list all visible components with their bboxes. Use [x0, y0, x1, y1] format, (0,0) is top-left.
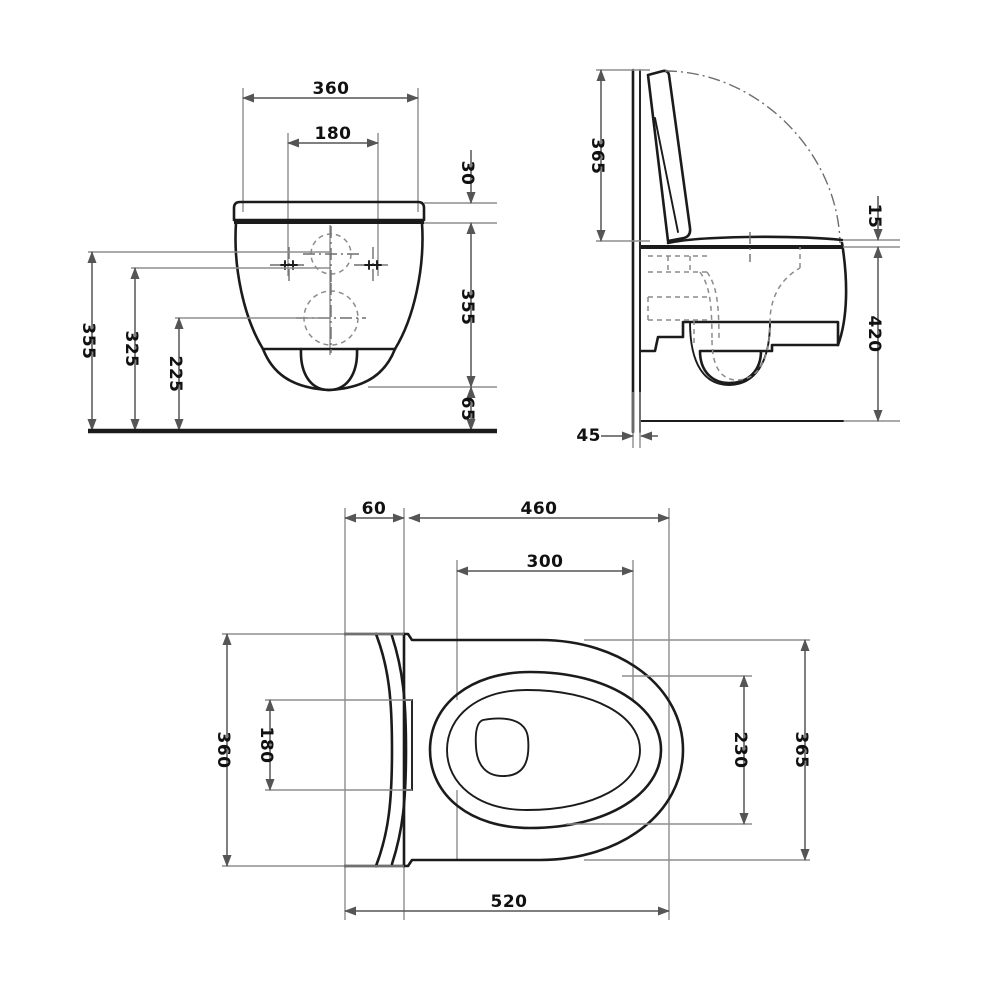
front-extension-lines: [242, 88, 419, 355]
dim-label-225: 225: [165, 356, 185, 393]
dim-front-30: 30: [457, 150, 477, 204]
dim-front-325: 325: [121, 267, 141, 431]
dim-label-230: 230: [730, 732, 750, 769]
plan-view: 60 460 300: [213, 499, 811, 920]
front-outlet-lip: [261, 347, 397, 392]
dim-label-60: 60: [362, 499, 387, 519]
dim-side-365: 365: [587, 69, 607, 242]
plan-seat-inner-ring: [428, 670, 663, 830]
dim-label-355-left: 355: [78, 323, 98, 360]
dim-plan-460: 460: [408, 499, 670, 523]
front-left-leader-lines: [88, 251, 331, 319]
side-bowl-base-curve: [689, 321, 771, 386]
dim-label-360-plan: 360: [213, 732, 233, 769]
dim-label-325: 325: [121, 331, 141, 368]
front-right-bolt-cross: [354, 247, 392, 284]
dim-label-300: 300: [527, 552, 564, 572]
side-seat-plate: [666, 235, 844, 245]
dim-plan-230: 230: [730, 675, 750, 825]
plan-leader-lines-horizontal: [222, 633, 810, 867]
dim-label-365-side: 365: [587, 138, 607, 175]
front-seat-lid: [232, 200, 426, 222]
dim-label-365-plan: 365: [791, 732, 811, 769]
dim-front-360: 360: [242, 79, 419, 103]
side-bowl-underside: [639, 320, 840, 353]
dim-label-15: 15: [864, 204, 884, 229]
side-lid-swing-arc: [664, 70, 841, 244]
dim-plan-60: 60: [344, 499, 405, 523]
dim-front-225: 225: [165, 317, 185, 431]
dim-side-15: 15: [864, 196, 884, 241]
dim-label-45: 45: [576, 426, 601, 446]
dim-front-180: 180: [287, 124, 379, 148]
plan-rear-plate: [343, 632, 406, 868]
plan-rear-plate-curve-inner: [390, 634, 408, 866]
side-hidden-internals: [647, 247, 801, 381]
plan-seat-outline: [402, 632, 685, 868]
dim-label-520: 520: [491, 892, 528, 912]
dim-label-460: 460: [521, 499, 558, 519]
plan-bowl-opening: [446, 689, 641, 811]
dim-label-180-plan: 180: [256, 727, 276, 764]
dim-plan-300: 300: [456, 552, 634, 576]
dim-label-355-right: 355: [457, 289, 477, 326]
dim-label-30: 30: [457, 161, 477, 186]
dim-plan-360: 360: [213, 633, 233, 867]
dim-plan-520: 520: [344, 892, 670, 916]
dim-side-420: 420: [864, 246, 884, 422]
side-lid-inner-edge: [654, 117, 679, 233]
side-raised-lid: [646, 69, 692, 243]
dim-plan-365: 365: [791, 639, 811, 861]
dim-label-420: 420: [864, 316, 884, 353]
front-flush-inlet: [303, 226, 359, 282]
plan-extension-lines-vertical: [344, 508, 670, 920]
front-bowl-outline: [234, 221, 424, 351]
dim-side-45: 45: [576, 392, 658, 448]
front-outlet-bulb: [299, 347, 359, 392]
dim-label-360-front: 360: [313, 79, 350, 99]
dim-label-65: 65: [457, 397, 477, 422]
plan-center-keyhole: [474, 717, 530, 777]
dim-label-180-front: 180: [315, 124, 352, 144]
dim-plan-180: 180: [256, 699, 276, 791]
dim-front-65: 65: [457, 386, 477, 431]
dim-front-355-right: 355: [457, 222, 477, 388]
front-elevation-view: 360 180: [78, 79, 497, 434]
side-bowl-profile: [698, 241, 848, 385]
side-elevation-view: 365: [576, 68, 900, 448]
dim-front-355-left: 355: [78, 251, 98, 431]
plan-rear-plate-curve-outer: [374, 632, 394, 868]
